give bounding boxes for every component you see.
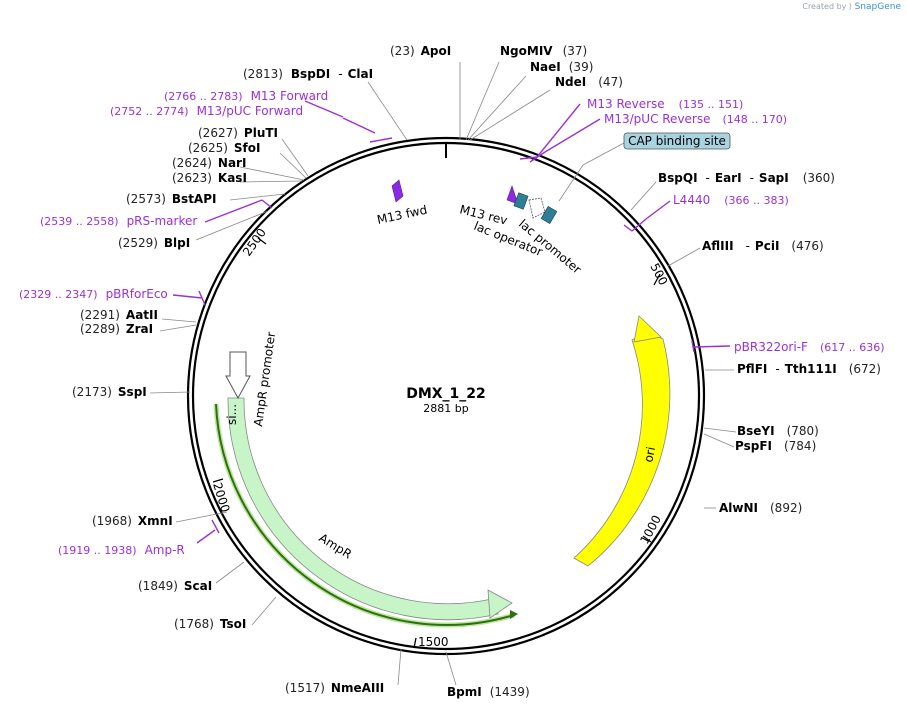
site-tsoi[interactable]: (1768)TsoI bbox=[174, 617, 246, 631]
site-pluti[interactable]: (2627)PluTI bbox=[198, 126, 278, 140]
site-bpmi[interactable]: BpmI(1439) bbox=[447, 685, 530, 699]
cap-binding-site-box[interactable] bbox=[623, 132, 731, 150]
site-afliii[interactable]: AflIII-PciI(476) bbox=[702, 239, 824, 253]
credit-brand: SnapGene bbox=[854, 2, 901, 12]
site-naei[interactable]: NaeI(39) bbox=[530, 60, 593, 74]
primer-amp-r[interactable]: (1919 .. 1938)Amp-R bbox=[58, 543, 185, 557]
snapgene-credit: Created by ⟩ SnapGene bbox=[802, 2, 901, 12]
site-connectors bbox=[149, 61, 737, 686]
ori-label: ori bbox=[641, 445, 658, 463]
ampr-promoter-feature[interactable] bbox=[225, 351, 251, 400]
primer-m13-forward[interactable]: (2766 .. 2783)M13 Forward bbox=[164, 89, 328, 103]
site-pspfi[interactable]: PspFI(784) bbox=[735, 439, 816, 453]
primer-pbrforeco[interactable]: (2329 .. 2347)pBRforEco bbox=[19, 287, 168, 301]
snapgene-logo-icon: ⟩ bbox=[848, 2, 853, 11]
site-blpi[interactable]: (2529)BlpI bbox=[118, 236, 190, 250]
site-scai[interactable]: (1849)ScaI bbox=[138, 579, 212, 593]
ampr-signal-label: si... bbox=[225, 404, 239, 425]
primer-pbr322ori-f[interactable]: pBR322ori-F(617 .. 636) bbox=[734, 340, 885, 354]
site-nmeaiii[interactable]: (1517)NmeAIII bbox=[285, 681, 384, 695]
site-aatii[interactable]: (2291)AatII bbox=[80, 308, 158, 322]
ampr-orf-arrowhead bbox=[510, 610, 518, 619]
credit-prefix: Created by bbox=[802, 2, 847, 11]
m13-rev-feature[interactable] bbox=[506, 185, 519, 205]
site-ndei[interactable]: NdeI(47) bbox=[555, 75, 623, 89]
ampr-feature[interactable] bbox=[227, 397, 499, 621]
site-bspdi[interactable]: (2813)BspDI-ClaI bbox=[243, 67, 373, 81]
ampr-arrowhead bbox=[487, 589, 513, 619]
site-nari[interactable]: (2624)NarI bbox=[172, 156, 246, 170]
plasmid-name: DMX_1_22 bbox=[406, 386, 486, 402]
cap-binding-site-feature[interactable] bbox=[540, 206, 558, 224]
m13-fwd-feature[interactable] bbox=[391, 179, 404, 203]
primer-m13-reverse[interactable]: M13 Reverse(135 .. 151) bbox=[587, 97, 743, 111]
ampr-orf-line[interactable] bbox=[215, 403, 515, 626]
site-sspi[interactable]: (2173)SspI bbox=[72, 385, 147, 399]
plasmid-length: 2881 bp bbox=[423, 402, 468, 415]
primer-prs-marker[interactable]: (2539 .. 2558)pRS-marker bbox=[40, 214, 197, 228]
site-xmni[interactable]: (1968)XmnI bbox=[92, 514, 173, 528]
site-apoi[interactable]: (23)ApoI bbox=[390, 44, 451, 58]
site-ngomiv[interactable]: NgoMIV(37) bbox=[500, 44, 587, 58]
ampr-label: AmpR bbox=[316, 531, 354, 562]
cap-binding-site-label: CAP binding site bbox=[628, 134, 726, 148]
ori-arrowhead bbox=[633, 315, 662, 343]
primer-m13puc-forward[interactable]: (2752 .. 2774)M13/pUC Forward bbox=[110, 104, 303, 118]
primer-marks bbox=[172, 100, 731, 544]
site-zrai[interactable]: (2289)ZraI bbox=[80, 322, 153, 336]
site-alwni[interactable]: AlwNI(892) bbox=[719, 501, 802, 515]
site-bspqi[interactable]: BspQI-EarI-SapI(360) bbox=[658, 171, 835, 185]
site-bseyi[interactable]: BseYI(780) bbox=[737, 424, 819, 438]
primer-l4440[interactable]: L4440(366 .. 383) bbox=[673, 193, 789, 207]
lac-promoter-feature[interactable] bbox=[528, 197, 546, 219]
site-bstapi[interactable]: (2573)BstAPI bbox=[126, 192, 216, 206]
ori-feature[interactable] bbox=[573, 331, 671, 567]
cap-connector bbox=[558, 164, 584, 202]
cap-connector-2 bbox=[582, 142, 625, 166]
lac-operator-feature[interactable] bbox=[513, 192, 529, 210]
m13-fwd-label: M13 fwd bbox=[376, 203, 429, 227]
site-sfoi[interactable]: (2625)SfoI bbox=[188, 141, 260, 155]
backbone-outer bbox=[186, 136, 706, 656]
primer-m13puc-reverse[interactable]: M13/pUC Reverse(148 .. 170) bbox=[604, 112, 787, 126]
ampr-promoter-label: AmpR promoter bbox=[251, 331, 278, 427]
tick-label-1500: 1500 bbox=[418, 635, 449, 649]
site-pflfi[interactable]: PflFI-Tth111I(672) bbox=[737, 362, 881, 376]
site-kasi[interactable]: (2623)KasI bbox=[172, 171, 247, 185]
